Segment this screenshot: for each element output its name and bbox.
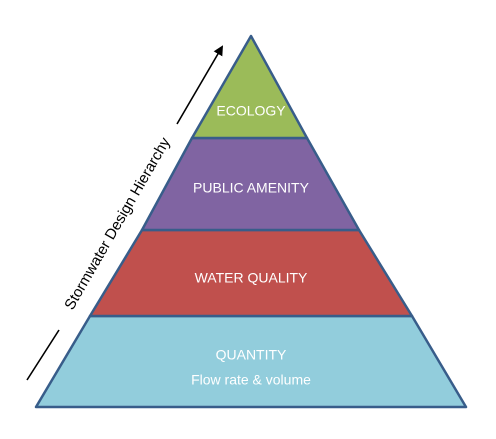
tier-water-quality-label: WATER QUALITY — [195, 270, 308, 286]
hierarchy-arrow-head — [176, 45, 224, 125]
hierarchy-arrow-tail — [26, 329, 60, 381]
tier-quantity-sublabel: Flow rate & volume — [191, 372, 311, 388]
tier-ecology-band — [190, 34, 309, 140]
tier-quantity-label: QUANTITY — [216, 347, 287, 363]
tier-ecology-label: ECOLOGY — [216, 103, 286, 119]
tier-public-amenity-label: PUBLIC AMENITY — [193, 180, 310, 196]
